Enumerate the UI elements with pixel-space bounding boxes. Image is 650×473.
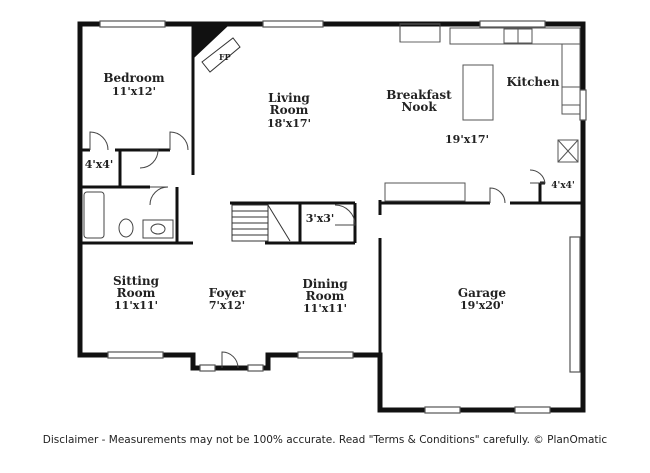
doors <box>89 23 546 369</box>
windows <box>99 20 587 414</box>
stairs <box>231 204 291 242</box>
living-room-name-line1: Living <box>268 91 310 105</box>
dining-room-name: Dining <box>302 277 348 291</box>
breakfast-nook-name-line1: Breakfast <box>386 88 452 102</box>
kitchen-name: Kitchen <box>507 75 560 89</box>
garage-name: Garage <box>458 286 507 300</box>
breakfast-nook-dim: 19'x17' <box>445 133 489 146</box>
room-labels: Bedroom 11'x12' 4'x4' Living Room 18'x17… <box>85 71 575 315</box>
sitting-room-name: Sitting <box>113 274 160 288</box>
fireplace: FP <box>194 26 241 73</box>
closet-4x4-dim: 4'x4' <box>85 158 114 171</box>
sitting-room-dim: 11'x11' <box>114 299 158 312</box>
breakfast-nook-name-line2: Nook <box>401 100 437 114</box>
garage-dim: 19'x20' <box>460 299 504 312</box>
dining-room-name-line2: Room <box>306 289 345 303</box>
living-room-name-line2: Room <box>270 103 309 117</box>
foyer-dim: 7'x12' <box>209 299 245 312</box>
kitchen-island <box>462 64 494 121</box>
pantry-4x4-dim: 4'x4' <box>551 181 574 191</box>
sitting-room-name-line2: Room <box>117 286 156 300</box>
dining-room-dim: 11'x11' <box>303 302 347 315</box>
bedroom-dim: 11'x12' <box>112 85 156 98</box>
bath-fixtures <box>83 191 174 239</box>
kitchen-fixtures <box>384 27 581 202</box>
living-room-dim: 18'x17' <box>267 117 311 130</box>
closet-3x3-dim: 3'x3' <box>306 212 335 225</box>
foyer-name: Foyer <box>209 286 246 300</box>
bedroom-name: Bedroom <box>103 71 164 85</box>
stove-icon <box>561 86 581 106</box>
fireplace-label: FP <box>219 52 231 62</box>
disclaimer-text: Disclaimer - Measurements may not be 100… <box>42 434 608 446</box>
